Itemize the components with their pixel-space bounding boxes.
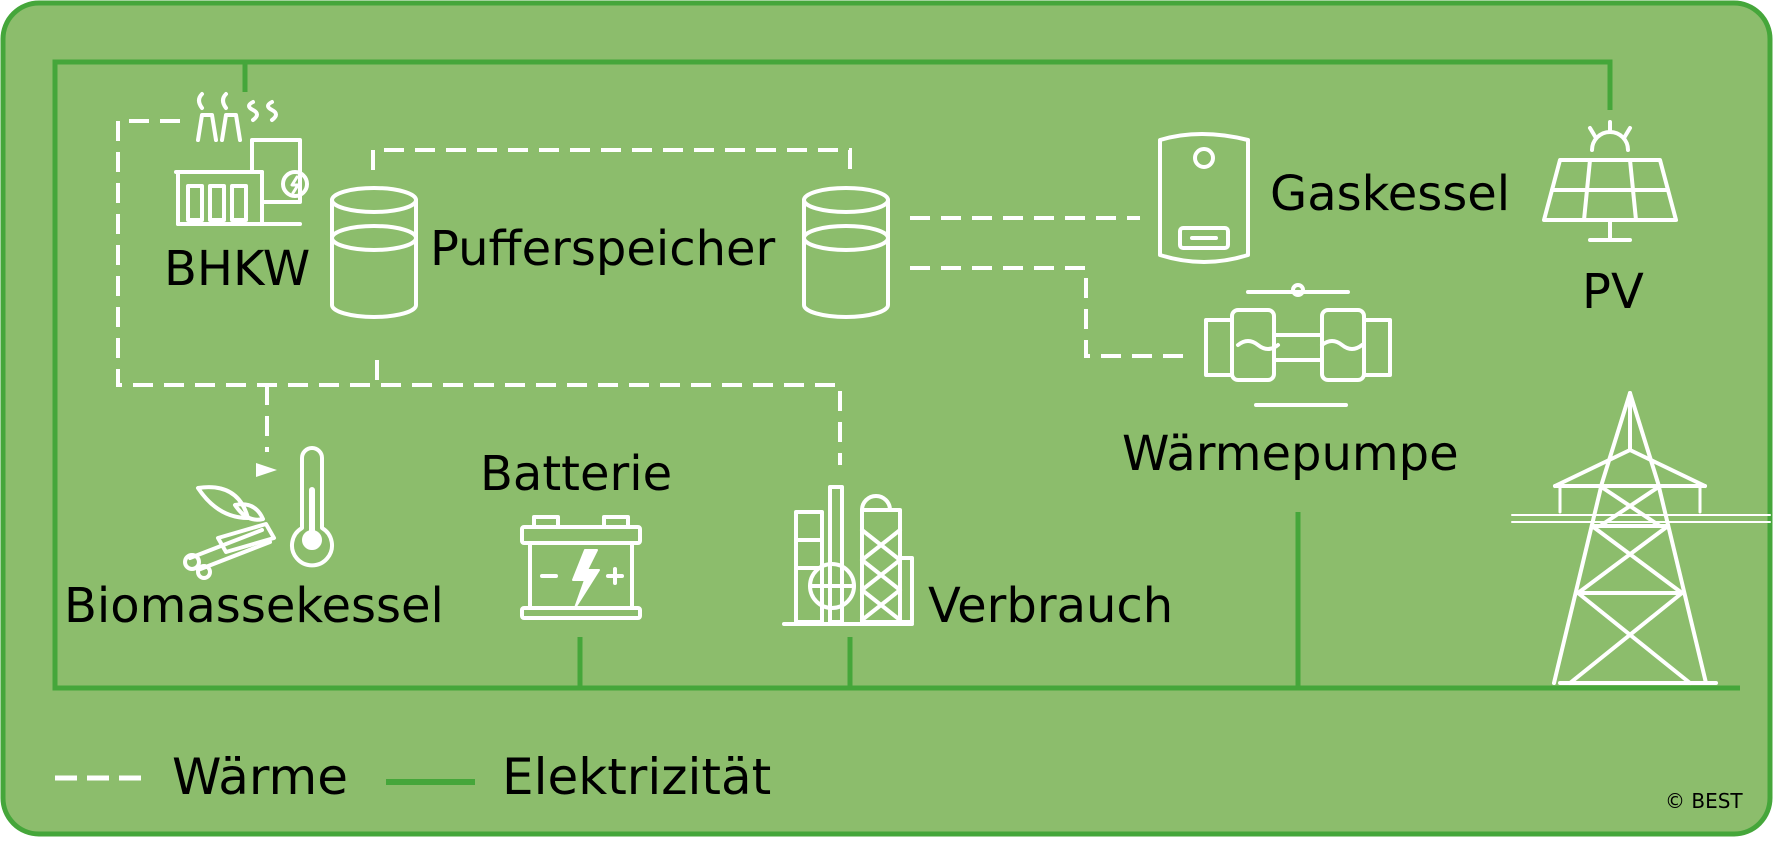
label-bhkw: BHKW xyxy=(164,241,311,297)
label-biomassekessel: Biomassekessel xyxy=(64,578,444,634)
biomass-icon xyxy=(183,485,276,580)
label-waermepumpe: Wärmepumpe xyxy=(1122,426,1459,482)
label-pv: PV xyxy=(1582,264,1644,320)
label-pufferspeicher: Pufferspeicher xyxy=(430,221,776,277)
power-pylon-icon xyxy=(1511,391,1771,685)
label-gaskessel: Gaskessel xyxy=(1270,166,1511,222)
label-batterie: Batterie xyxy=(480,446,673,502)
heat-lines xyxy=(116,119,1188,465)
heat-pump-icon xyxy=(1204,283,1392,407)
factory-icon xyxy=(782,485,914,626)
storage-tank-icon xyxy=(802,186,890,319)
thermometer-icon xyxy=(290,446,334,568)
gas-boiler-icon xyxy=(1158,132,1250,264)
legend-electricity-label: Elektrizität xyxy=(502,748,772,806)
electricity-lines xyxy=(52,59,1740,691)
label-verbrauch: Verbrauch xyxy=(928,578,1174,634)
copyright-text: © BEST xyxy=(1665,789,1743,813)
legend-heat-label: Wärme xyxy=(172,748,349,806)
heat-arrow-icon xyxy=(256,463,277,477)
battery-icon xyxy=(520,515,642,620)
power-plant-icon xyxy=(174,92,309,226)
solar-panel-icon xyxy=(1542,120,1678,242)
storage-tank-icon xyxy=(330,186,418,319)
